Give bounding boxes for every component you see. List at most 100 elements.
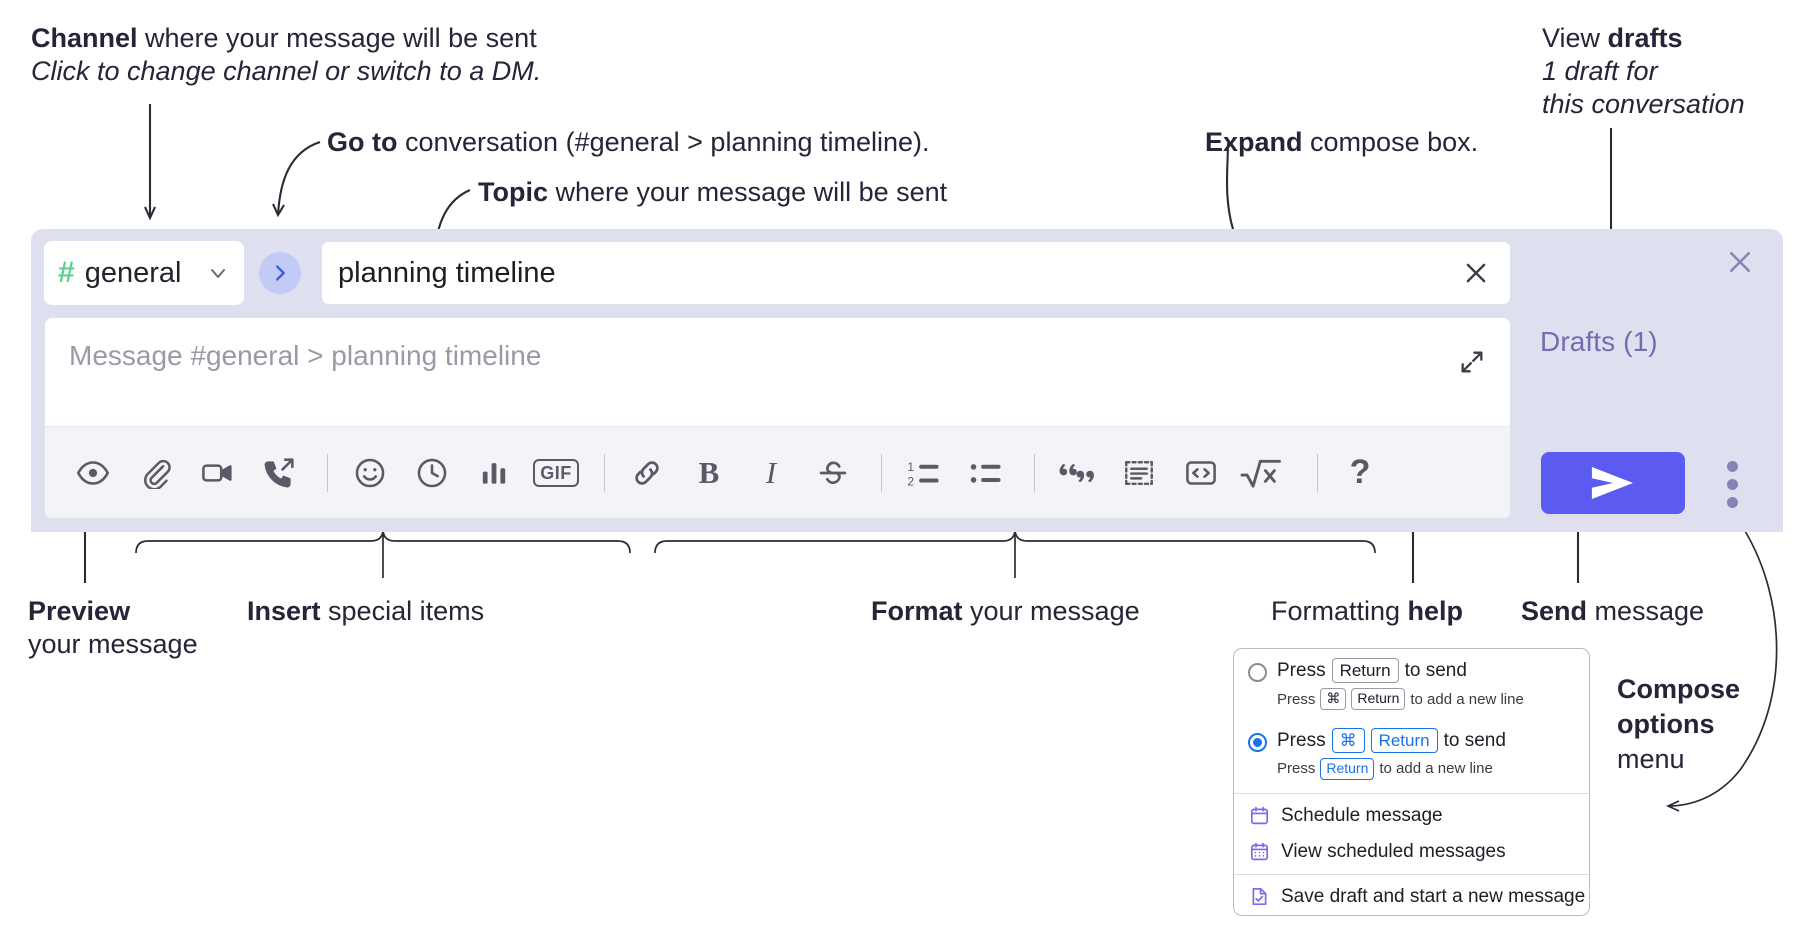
preview-icon[interactable] — [65, 445, 121, 501]
menu-divider-1 — [1234, 792, 1589, 794]
annotation-send-bold: Send — [1521, 596, 1588, 626]
save-draft-icon — [1248, 886, 1270, 908]
menu-item-schedule-message[interactable]: Schedule message — [1234, 798, 1589, 834]
separator-3 — [881, 453, 882, 492]
annotation-expand-bold: Expand — [1205, 127, 1303, 157]
annotation-drafts-bold: drafts — [1607, 23, 1683, 53]
send-icon — [1591, 467, 1633, 499]
attachment-icon[interactable] — [127, 445, 183, 501]
annotation-topic-rest: where your message will be sent — [548, 177, 948, 207]
annotation-drafts-line3: this conversation — [1542, 88, 1745, 119]
close-icon[interactable] — [1723, 245, 1757, 279]
goto-conversation-button[interactable] — [259, 252, 301, 294]
annotation-goto-bold: Go to — [327, 127, 398, 157]
ordered-list-icon[interactable]: 1 2 — [896, 445, 952, 501]
formatting-toolbar: GIF B I — [45, 426, 1510, 518]
key-cmd: ⌘ — [1320, 688, 1347, 710]
annotation-insert-rest: special items — [320, 596, 485, 626]
annotation-send-rest: message — [1587, 596, 1705, 626]
bold-label: B — [698, 454, 720, 490]
separator-2 — [604, 453, 605, 492]
calendar-grid-icon — [1248, 841, 1270, 863]
code-icon[interactable] — [1173, 445, 1229, 501]
message-body: Message #general > planning timeline — [44, 317, 1511, 519]
audio-clip-icon[interactable] — [251, 445, 307, 501]
compose-inner: # general planning timeline — [44, 241, 1511, 519]
channel-name: general — [84, 256, 182, 289]
formatting-help-icon[interactable]: ? — [1332, 445, 1388, 501]
key-return-sub2: Return — [1320, 758, 1375, 780]
annotation-preview-line2: your message — [28, 628, 198, 659]
message-placeholder: Message #general > planning timeline — [69, 340, 542, 371]
chevron-right-icon — [276, 265, 285, 281]
menu-item-save-draft[interactable]: Save draft and start a new message — [1234, 879, 1589, 915]
annotation-channel-bold: Channel — [31, 23, 138, 53]
kebab-dot-2 — [1726, 478, 1738, 490]
topic-input[interactable]: planning timeline — [321, 241, 1511, 305]
emoji-icon[interactable] — [342, 445, 398, 501]
annotation-expand: Expand compose box. — [1205, 126, 1478, 159]
annotation-insert-bold: Insert — [247, 596, 321, 626]
send-option-return-label: Press Return to send — [1277, 658, 1524, 684]
annotation-preview: Preview your message — [28, 595, 198, 661]
annotation-compose-options: Compose options menu — [1617, 672, 1740, 777]
menu-item-view-scheduled[interactable]: View scheduled messages — [1234, 834, 1589, 870]
strikethrough-icon[interactable] — [805, 445, 861, 501]
annotation-goto: Go to conversation (#general > planning … — [327, 126, 930, 159]
expand-icon[interactable] — [1454, 344, 1490, 380]
bold-icon[interactable]: B — [681, 445, 737, 501]
radio-return[interactable] — [1248, 663, 1267, 682]
annotation-goto-rest: conversation (#general > planning timeli… — [397, 127, 930, 157]
opt0-sub-suffix: to add a new line — [1410, 690, 1524, 708]
key-return-sub: Return — [1351, 688, 1406, 710]
compose-options-button[interactable] — [1714, 460, 1750, 508]
opt0-sub-prefix: Press — [1277, 690, 1316, 708]
radio-cmd-return[interactable] — [1248, 732, 1267, 752]
channel-selector[interactable]: # general — [44, 241, 244, 305]
message-input[interactable]: Message #general > planning timeline — [45, 318, 1510, 428]
opt1-sub-prefix: Press — [1277, 760, 1316, 778]
opt0-prefix: Press — [1277, 659, 1326, 681]
kebab-dot-1 — [1726, 460, 1738, 472]
gif-icon[interactable]: GIF — [528, 445, 584, 501]
annotation-expand-rest: compose box. — [1302, 127, 1479, 157]
send-option-cmd-return[interactable]: Press ⌘ Return to send Press Return to a… — [1234, 719, 1589, 789]
hash-icon: # — [58, 256, 75, 289]
annotation-drafts: View drafts 1 draft for this conversatio… — [1542, 22, 1745, 121]
code-block-icon[interactable] — [1111, 445, 1167, 501]
svg-text:2: 2 — [907, 474, 914, 488]
compose-options-menu: Press Return to send Press ⌘ Return to a… — [1233, 648, 1590, 916]
link-icon[interactable] — [619, 445, 675, 501]
annotation-channel-sub: Click to change channel or switch to a D… — [31, 55, 542, 86]
clear-topic-icon[interactable] — [1458, 255, 1494, 291]
opt1-sub-suffix: to add a new line — [1379, 760, 1493, 778]
send-option-return[interactable]: Press Return to send Press ⌘ Return to a… — [1234, 649, 1589, 719]
separator-1 — [327, 453, 328, 492]
topic-value: planning timeline — [338, 256, 556, 289]
annotation-help: Formatting help — [1271, 595, 1463, 628]
chevron-down-icon — [206, 261, 230, 285]
menu-item-save-draft-label: Save draft and start a new message — [1281, 885, 1586, 907]
blockquote-icon[interactable] — [1049, 445, 1105, 501]
annotation-insert: Insert special items — [247, 595, 484, 628]
separator-4 — [1034, 453, 1035, 492]
send-button[interactable] — [1541, 452, 1685, 514]
key-cmd-selected: ⌘ — [1331, 727, 1365, 753]
menu-item-schedule-label: Schedule message — [1281, 804, 1443, 826]
annotation-help-bold: help — [1407, 596, 1464, 626]
drafts-link[interactable]: Drafts (1) — [1540, 326, 1658, 357]
compose-panel: # general planning timeline — [31, 229, 1783, 532]
menu-item-view-scheduled-label: View scheduled messages — [1281, 840, 1506, 862]
italic-icon[interactable]: I — [743, 445, 799, 501]
kebab-dot-3 — [1726, 496, 1738, 508]
poll-icon[interactable] — [466, 445, 522, 501]
annotation-help-plain: Formatting — [1271, 596, 1408, 626]
bulleted-list-icon[interactable] — [958, 445, 1014, 501]
math-icon[interactable] — [1235, 445, 1297, 501]
opt0-suffix: to send — [1404, 659, 1467, 681]
annotation-channel: Channel where your message will be sent … — [31, 22, 541, 88]
schedule-icon[interactable] — [404, 445, 460, 501]
italic-label: I — [765, 454, 777, 490]
video-clip-icon[interactable] — [189, 445, 245, 501]
